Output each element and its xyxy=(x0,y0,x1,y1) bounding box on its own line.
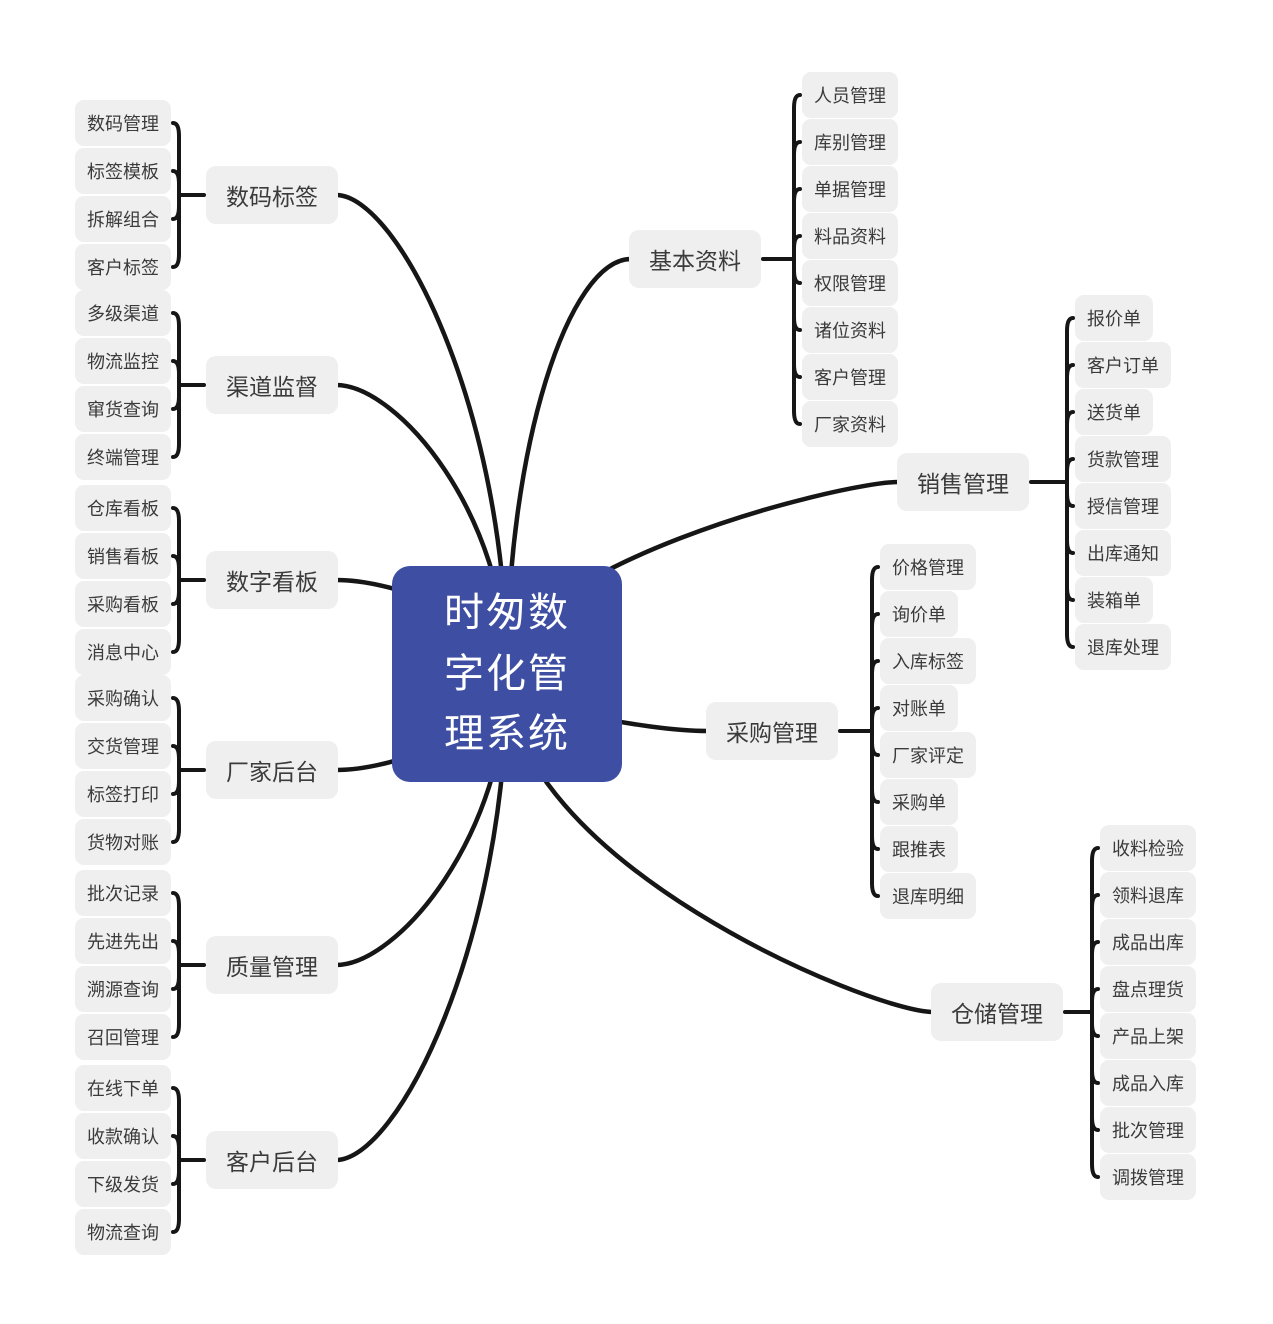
subtopic[interactable]: 采购看板 xyxy=(75,581,171,627)
subtopic[interactable]: 人员管理 xyxy=(802,72,898,118)
subtopic[interactable]: 物流查询 xyxy=(75,1209,171,1255)
subtopic[interactable]: 出库通知 xyxy=(1075,530,1171,576)
subtopic[interactable]: 跟推表 xyxy=(880,826,958,872)
subtopic[interactable]: 终端管理 xyxy=(75,434,171,480)
subtopic[interactable]: 领料退库 xyxy=(1100,872,1196,918)
subtopic[interactable]: 对账单 xyxy=(880,685,958,731)
subtopic[interactable]: 入库标签 xyxy=(880,638,976,684)
topic-purchase-management[interactable]: 采购管理 xyxy=(706,702,838,760)
subtopic[interactable]: 采购单 xyxy=(880,779,958,825)
topic-digital-labels[interactable]: 数码标签 xyxy=(206,166,338,224)
subtopic[interactable]: 权限管理 xyxy=(802,260,898,306)
subtopic[interactable]: 溯源查询 xyxy=(75,966,171,1012)
subtopic[interactable]: 客户标签 xyxy=(75,244,171,290)
subtopic[interactable]: 收料检验 xyxy=(1100,825,1196,871)
subtopic[interactable]: 先进先出 xyxy=(75,918,171,964)
subtopic[interactable]: 数码管理 xyxy=(75,100,171,146)
subtopic[interactable]: 料品资料 xyxy=(802,213,898,259)
subtopic[interactable]: 标签模板 xyxy=(75,148,171,194)
topic-warehouse-management[interactable]: 仓储管理 xyxy=(931,983,1063,1041)
subtopic[interactable]: 批次管理 xyxy=(1100,1107,1196,1153)
topic-quality-management[interactable]: 质量管理 xyxy=(206,936,338,994)
subtopic[interactable]: 标签打印 xyxy=(75,771,171,817)
topic-customer-portal[interactable]: 客户后台 xyxy=(206,1131,338,1189)
subtopic[interactable]: 价格管理 xyxy=(880,544,976,590)
subtopic[interactable]: 批次记录 xyxy=(75,870,171,916)
subtopic[interactable]: 物流监控 xyxy=(75,338,171,384)
topic-manufacturer-portal[interactable]: 厂家后台 xyxy=(206,741,338,799)
subtopic[interactable]: 询价单 xyxy=(880,591,958,637)
topic-basic-data[interactable]: 基本资料 xyxy=(629,230,761,288)
subtopic[interactable]: 在线下单 xyxy=(75,1065,171,1111)
subtopic[interactable]: 客户订单 xyxy=(1075,342,1171,388)
subtopic[interactable]: 拆解组合 xyxy=(75,196,171,242)
subtopic[interactable]: 客户管理 xyxy=(802,354,898,400)
subtopic[interactable]: 产品上架 xyxy=(1100,1013,1196,1059)
subtopic[interactable]: 收款确认 xyxy=(75,1113,171,1159)
subtopic[interactable]: 成品出库 xyxy=(1100,919,1196,965)
subtopic[interactable]: 调拨管理 xyxy=(1100,1154,1196,1200)
subtopic[interactable]: 货款管理 xyxy=(1075,436,1171,482)
subtopic[interactable]: 退库处理 xyxy=(1075,624,1171,670)
subtopic[interactable]: 厂家评定 xyxy=(880,732,976,778)
subtopic[interactable]: 交货管理 xyxy=(75,723,171,769)
subtopic[interactable]: 仓库看板 xyxy=(75,485,171,531)
subtopic[interactable]: 退库明细 xyxy=(880,873,976,919)
subtopic[interactable]: 报价单 xyxy=(1075,295,1153,341)
subtopic[interactable]: 多级渠道 xyxy=(75,290,171,336)
topic-sales-management[interactable]: 销售管理 xyxy=(897,453,1029,511)
subtopic[interactable]: 成品入库 xyxy=(1100,1060,1196,1106)
subtopic[interactable]: 授信管理 xyxy=(1075,483,1171,529)
subtopic[interactable]: 库别管理 xyxy=(802,119,898,165)
subtopic[interactable]: 盘点理货 xyxy=(1100,966,1196,1012)
subtopic[interactable]: 窜货查询 xyxy=(75,386,171,432)
subtopic[interactable]: 货物对账 xyxy=(75,819,171,865)
topic-digital-dashboard[interactable]: 数字看板 xyxy=(206,551,338,609)
subtopic[interactable]: 消息中心 xyxy=(75,629,171,675)
topic-channel-supervision[interactable]: 渠道监督 xyxy=(206,356,338,414)
subtopic[interactable]: 销售看板 xyxy=(75,533,171,579)
subtopic[interactable]: 诸位资料 xyxy=(802,307,898,353)
subtopic[interactable]: 采购确认 xyxy=(75,675,171,721)
central-topic[interactable]: 时匆数字化管理系统 xyxy=(392,566,622,782)
subtopic[interactable]: 送货单 xyxy=(1075,389,1153,435)
subtopic[interactable]: 单据管理 xyxy=(802,166,898,212)
subtopic[interactable]: 厂家资料 xyxy=(802,401,898,447)
subtopic[interactable]: 装箱单 xyxy=(1075,577,1153,623)
subtopic[interactable]: 下级发货 xyxy=(75,1161,171,1207)
subtopic[interactable]: 召回管理 xyxy=(75,1014,171,1060)
